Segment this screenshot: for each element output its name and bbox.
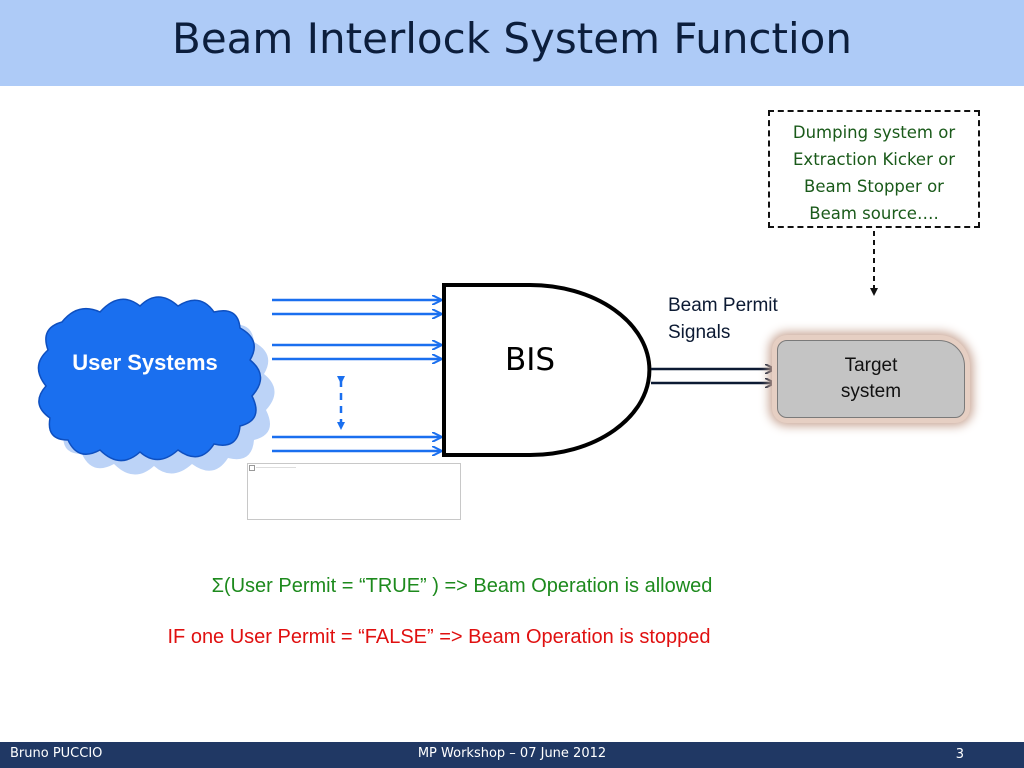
user-systems-cloud (37, 296, 262, 462)
rule-true: Σ(User Permit = “TRUE” ) => Beam Operati… (211, 575, 713, 597)
title-bar (0, 0, 1024, 86)
dumping-line: Beam Stopper or (804, 177, 944, 196)
image-placeholder (247, 463, 461, 520)
footer-author: Bruno PUCCIO (10, 746, 103, 761)
bis-label: BIS (504, 342, 556, 378)
beam-permit-line1: Beam Permit (668, 295, 778, 316)
target-system-box: Target system (777, 340, 965, 418)
placeholder-line (256, 467, 296, 468)
footer-bar: Bruno PUCCIO MP Workshop – 07 June 2012 … (0, 742, 1024, 768)
bis-and-gate (442, 283, 652, 457)
target-line2: system (840, 381, 902, 402)
rule-false: IF one User Permit = “FALSE” => Beam Ope… (167, 626, 711, 648)
beam-permit-line2: Signals (668, 322, 731, 343)
user-systems-label: User Systems (72, 350, 218, 375)
footer-event: MP Workshop – 07 June 2012 (417, 746, 607, 761)
dumping-system-box: Dumping system or Extraction Kicker or B… (768, 110, 980, 228)
dumping-line: Dumping system or (792, 123, 956, 142)
slide-title: Beam Interlock System Function (172, 14, 852, 63)
dumping-line: Beam source…. (809, 204, 939, 223)
broken-image-icon (249, 465, 255, 471)
page-number: 3 (955, 747, 964, 762)
dumping-line: Extraction Kicker or (793, 150, 955, 169)
beam-permit-label: Beam Permit Signals (668, 292, 778, 346)
target-line1: Target (844, 355, 898, 376)
